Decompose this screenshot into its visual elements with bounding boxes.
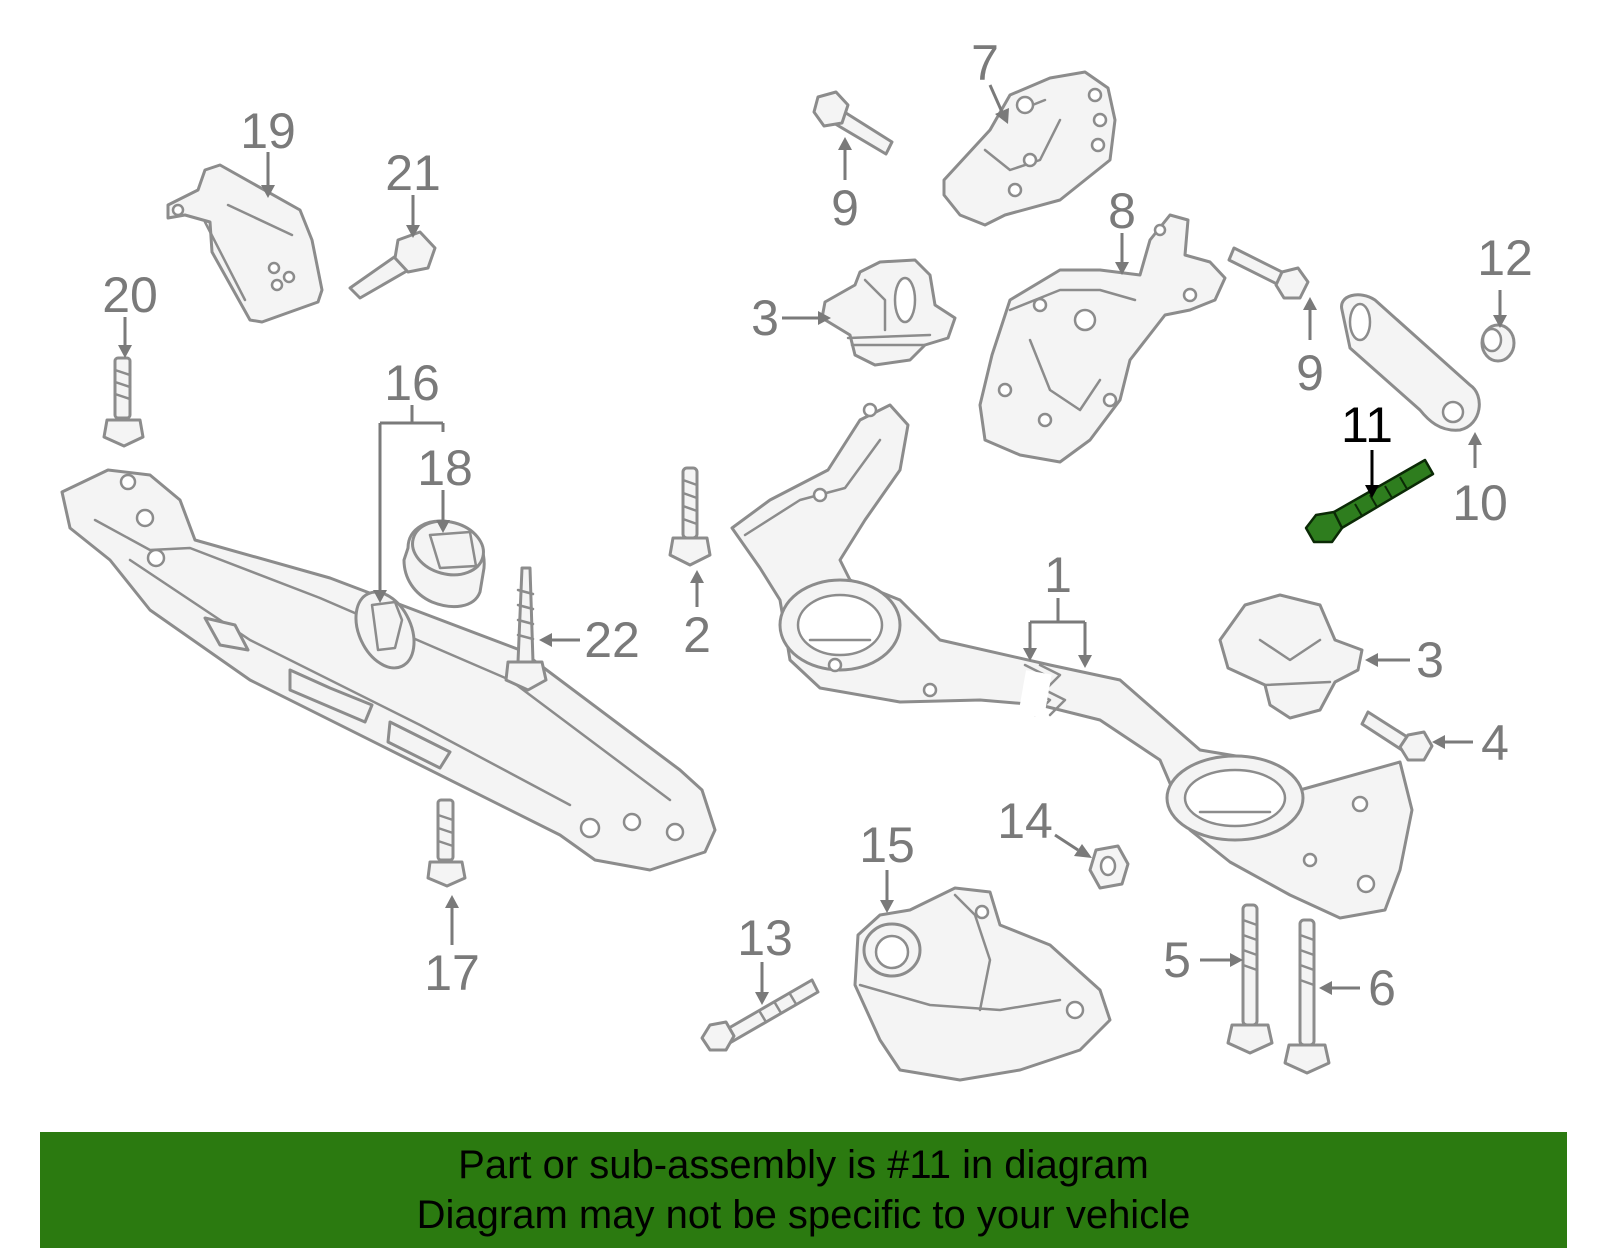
callout-20: 20	[102, 267, 158, 323]
banner-line-part: Part or sub-assembly is #11 in diagram	[458, 1143, 1149, 1187]
part-info-banner: Part or sub-assembly is #11 in diagram D…	[40, 1132, 1567, 1248]
callout-leaders	[118, 84, 1507, 1005]
callout-10: 10	[1452, 475, 1508, 531]
part-13-bolt[interactable]	[700, 978, 820, 1052]
callout-21: 21	[385, 145, 441, 201]
part-3-mount-lower[interactable]	[1218, 593, 1364, 720]
callout-labels: 19 21 20 16 18 22 17 2 9 7 8 3 9 12 10 1…	[102, 35, 1533, 1016]
part-4-bolt[interactable]	[1360, 710, 1434, 762]
callout-6: 6	[1368, 960, 1396, 1016]
callout-15: 15	[859, 817, 915, 873]
crossmember-frame[interactable]	[60, 468, 717, 872]
part-12-nut[interactable]	[1480, 323, 1516, 363]
callout-3-lower: 3	[1416, 632, 1444, 688]
callout-12: 12	[1477, 230, 1533, 286]
part-9-bolt-upper[interactable]	[812, 90, 894, 156]
callout-7: 7	[971, 35, 999, 91]
callout-2: 2	[683, 607, 711, 663]
part-11-bolt-highlighted[interactable]	[1304, 458, 1435, 544]
part-3-mount-upper[interactable]	[820, 258, 957, 367]
callout-9-lower: 9	[1296, 345, 1324, 401]
callout-16: 16	[384, 355, 440, 411]
callout-1: 1	[1044, 547, 1072, 603]
part-19-bracket[interactable]	[166, 163, 324, 324]
callout-5: 5	[1163, 932, 1191, 988]
part-18-bushing[interactable]	[402, 514, 490, 609]
part-1-subframe[interactable]	[730, 402, 1414, 920]
part-10-torque-rod[interactable]	[1340, 293, 1481, 432]
callout-14: 14	[997, 793, 1053, 849]
callout-8: 8	[1108, 183, 1136, 239]
part-22-bolt[interactable]	[504, 566, 548, 692]
part-5-bolt[interactable]	[1226, 903, 1274, 1055]
callout-11-highlighted: 11	[1341, 397, 1393, 453]
part-2-bolt[interactable]	[668, 466, 712, 567]
part-8-bracket[interactable]	[978, 213, 1227, 464]
callout-17: 17	[424, 945, 480, 1001]
part-14-nut[interactable]	[1088, 844, 1130, 890]
callout-4: 4	[1481, 715, 1509, 771]
callout-19: 19	[240, 103, 296, 159]
callout-13: 13	[737, 910, 793, 966]
callout-9-upper: 9	[831, 180, 859, 236]
banner-line-disclaimer: Diagram may not be specific to your vehi…	[416, 1193, 1191, 1237]
part-15-mount[interactable]	[853, 886, 1112, 1082]
part-9-bolt-lower[interactable]	[1227, 246, 1310, 300]
part-7-bracket[interactable]	[942, 70, 1117, 227]
callout-22: 22	[584, 612, 640, 668]
callout-3-upper: 3	[751, 290, 779, 346]
part-16-bushing[interactable]	[345, 583, 426, 677]
part-20-bolt[interactable]	[102, 356, 145, 448]
part-6-bolt[interactable]	[1283, 918, 1331, 1075]
part-17-bolt[interactable]	[426, 798, 467, 888]
callout-18: 18	[417, 440, 473, 496]
part-21-bolt[interactable]	[348, 230, 437, 300]
